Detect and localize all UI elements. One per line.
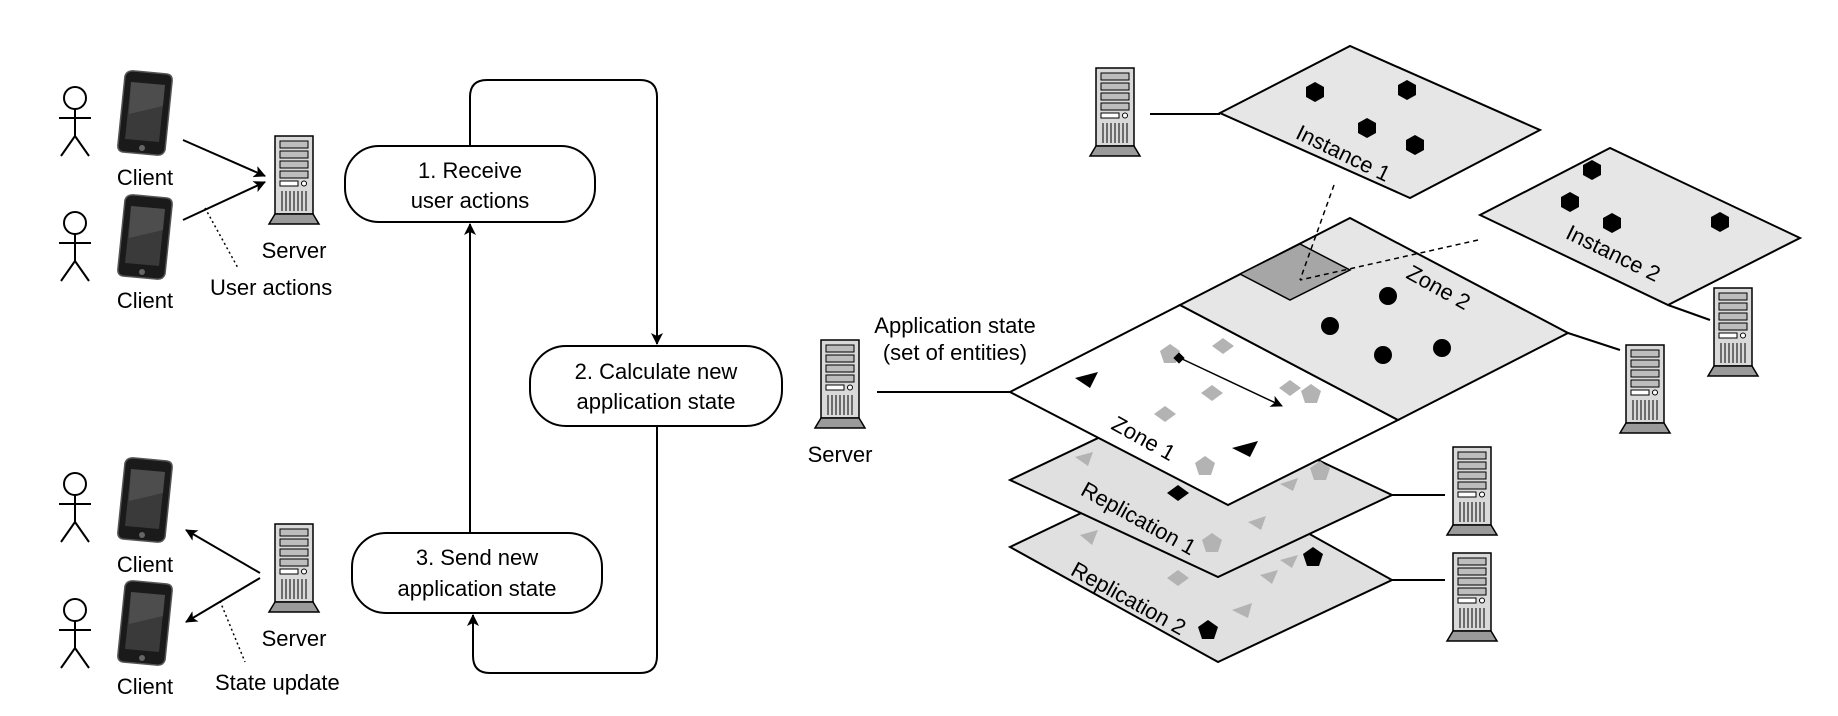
instance1-projection (1299, 184, 1335, 281)
server-tower-icon (268, 135, 320, 225)
right-panel: Server Application state (set of entitie… (808, 44, 1803, 664)
app-state-label-line1: Application state (874, 313, 1035, 338)
client-label: Client (117, 674, 173, 699)
instance1-plane (1217, 44, 1543, 200)
loop-arrow-to-calculate (469, 79, 663, 345)
zone2-highlight (1238, 243, 1352, 301)
server-tower-icon (1619, 344, 1671, 434)
stick-figure-icon (58, 472, 92, 543)
step-send-line2: application state (398, 576, 557, 601)
state-update-arrow (185, 577, 261, 623)
server-tower-icon (268, 523, 320, 613)
step-receive-line1: 1. Receive (418, 158, 522, 183)
loop-arrow-to-send (467, 426, 658, 674)
step-send-line1: 3. Send new (416, 545, 538, 570)
connector-line (1667, 304, 1711, 321)
zone2-entities (1321, 287, 1451, 364)
replication2-entities (1080, 530, 1298, 618)
client-label: Client (117, 288, 173, 313)
replication1-entities (1075, 452, 1330, 552)
state-update-arrow (185, 529, 261, 574)
client-label: Client (117, 165, 173, 190)
user-action-arrow (182, 181, 266, 221)
server-tower-icon (1707, 287, 1759, 377)
step-calculate-line2: application state (577, 389, 736, 414)
left-panel: Client Client Server User actions Client… (58, 70, 340, 699)
smartphone-icon (117, 194, 173, 280)
instance2-projection (1299, 239, 1479, 281)
server-tower-icon (1089, 67, 1141, 157)
leader-line (204, 207, 239, 269)
step-send-box (351, 532, 603, 614)
process-loop: 1. Receive user actions 2. Calculate new… (344, 79, 783, 674)
step-calculate-box (529, 345, 783, 427)
step-calculate-line1: 2. Calculate new (575, 359, 738, 384)
entity-black (1075, 372, 1098, 388)
connector-line (1567, 332, 1621, 351)
stick-figure-icon (58, 211, 92, 282)
app-state-label-line2: (set of entities) (883, 340, 1027, 365)
entity-black (1232, 441, 1258, 457)
smartphone-icon (117, 580, 173, 666)
step-receive-line2: user actions (411, 188, 530, 213)
entity-move-arrow (1179, 357, 1283, 407)
server-label: Server (808, 442, 873, 467)
leader-line (219, 600, 246, 663)
server-tower-icon (1446, 446, 1498, 536)
server-tower-icon (814, 339, 866, 429)
stick-figure-icon (58, 598, 92, 669)
smartphone-icon (117, 457, 173, 543)
user-action-arrow (182, 139, 266, 178)
server-tower-icon (1446, 552, 1498, 642)
entity-black (1173, 352, 1185, 364)
stick-figure-icon (58, 86, 92, 157)
smartphone-icon (117, 70, 173, 156)
server-label: Server (262, 626, 327, 651)
server-label: Server (262, 238, 327, 263)
user-actions-label: User actions (210, 275, 332, 300)
instance2-plane (1477, 146, 1803, 307)
client-label: Client (117, 552, 173, 577)
state-update-label: State update (215, 670, 340, 695)
